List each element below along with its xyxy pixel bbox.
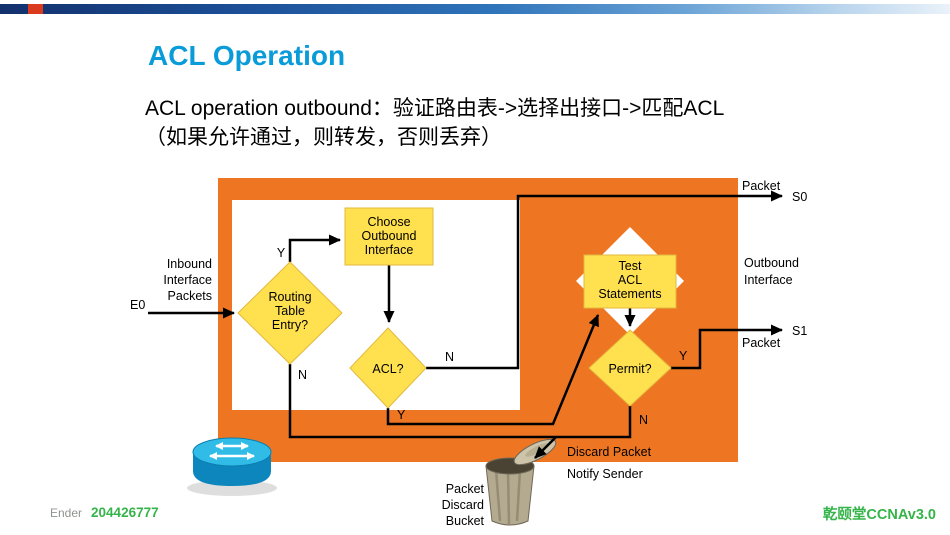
body-line-1: ACL operation outbound：验证路由表->选择出接口->匹配A…	[145, 97, 725, 120]
footer-qq-number: 204426777	[91, 505, 159, 520]
body-line-2: （如果允许通过，则转发，否则丢弃）	[145, 126, 502, 149]
permit-no-label: N	[639, 413, 648, 427]
test-label-line1: Test	[619, 259, 642, 273]
test-label-line3: Statements	[598, 287, 661, 301]
arrow-to-bucket	[534, 436, 557, 459]
bucket-streak	[506, 470, 511, 525]
slide-title: ACL Operation	[148, 40, 346, 71]
acl-no-label: N	[445, 350, 454, 364]
acl-diamond	[349, 327, 427, 409]
outbound-interface-line2: Interface	[744, 273, 793, 287]
inbound-label-line3: Packets	[168, 289, 212, 303]
red-accent-bar	[28, 4, 43, 14]
bucket-label-line3: Bucket	[446, 514, 485, 528]
permit-diamond	[588, 329, 672, 407]
permit-label: Permit?	[608, 362, 651, 376]
packet-s1-label: Packet	[742, 336, 781, 350]
arrow-routing-yes	[288, 234, 341, 262]
s0-label: S0	[792, 190, 807, 204]
bucket-streak	[515, 469, 522, 522]
bucket-label-line2: Discard	[442, 498, 484, 512]
arrow-acl-yes-to-test	[386, 314, 600, 426]
routing-yes-label: Y	[277, 246, 286, 260]
top-accent-bar	[0, 4, 950, 14]
packet-s0-label: Packet	[742, 179, 781, 193]
discard-packet-label: Discard Packet	[567, 445, 652, 459]
routing-no-label: N	[298, 368, 307, 382]
footer-brand: 乾颐堂CCNAv3.0	[822, 507, 936, 523]
arrow-acl-no-to-s0	[426, 190, 783, 370]
bucket-label-line1: Packet	[446, 482, 485, 496]
arrow-permit-yes-to-s1	[671, 324, 783, 370]
e0-label: E0	[130, 298, 145, 312]
inbound-label-line1: Inbound	[167, 257, 212, 271]
routing-diamond	[237, 261, 343, 365]
test-label-line2: ACL	[618, 273, 642, 287]
footer-author: Ender	[50, 506, 83, 520]
footer-left: Ender 204426777	[50, 505, 159, 520]
choose-outbound-box	[344, 207, 434, 266]
s1-label: S1	[792, 324, 807, 338]
slide-body: ACL operation outbound：验证路由表->选择出接口->匹配A…	[145, 94, 724, 152]
outbound-interface-line1: Outbound	[744, 256, 799, 270]
test-acl-box	[583, 254, 677, 309]
path-discard-merge	[288, 364, 632, 439]
acl-label: ACL?	[372, 362, 403, 376]
router-icon	[187, 437, 277, 496]
choose-label-line2: Outbound	[362, 229, 417, 243]
routing-label-line1: Routing	[268, 290, 311, 304]
acl-yes-label: Y	[397, 408, 406, 422]
routing-label-line2: Table	[275, 304, 305, 318]
routing-label-line3: Entry?	[272, 318, 308, 332]
bucket-streak	[494, 469, 502, 522]
choose-label-line1: Choose	[367, 215, 410, 229]
choose-label-line3: Interface	[365, 243, 414, 257]
notify-sender-label: Notify Sender	[567, 467, 643, 481]
permit-yes-label: Y	[679, 349, 688, 363]
inbound-label-line2: Interface	[163, 273, 212, 287]
router-top	[192, 437, 272, 467]
